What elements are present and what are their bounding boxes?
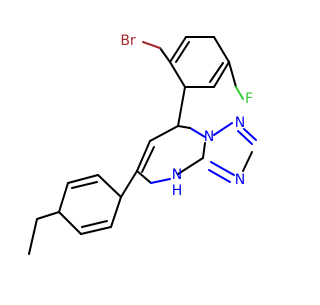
bond — [58, 211, 82, 235]
bond — [136, 140, 151, 172]
structure-svg: Br F N N N N H — [28, 33, 257, 255]
bond — [110, 196, 122, 228]
bromine-label: Br — [120, 33, 136, 49]
molecule-diagram: Br F N N N N H — [28, 33, 257, 255]
dihydropyrimidine-ring — [136, 125, 206, 184]
bond — [169, 36, 187, 63]
bond — [209, 62, 224, 83]
nitrogen-label-bottom: N — [235, 172, 245, 188]
bond — [208, 169, 231, 183]
fluorine-label: F — [245, 91, 253, 107]
bond — [80, 226, 112, 235]
bond — [120, 170, 138, 198]
bond — [213, 36, 230, 63]
bond — [81, 220, 108, 228]
bond — [150, 178, 171, 184]
nitrogen-label-bridge: N — [204, 129, 214, 145]
amine-nitrogen-label: N — [172, 167, 182, 183]
bond — [67, 174, 99, 184]
bond — [213, 122, 233, 136]
bond — [58, 182, 69, 213]
bond-ethyl — [28, 218, 38, 255]
bond — [97, 174, 122, 198]
bond-ethyl — [36, 211, 60, 220]
bond-to-bromine — [142, 41, 161, 49]
bond — [175, 41, 190, 63]
bond — [149, 125, 179, 142]
triazole-ring — [208, 122, 257, 183]
bond — [159, 47, 171, 63]
bond — [189, 127, 206, 138]
ethylphenyl-ring — [58, 174, 122, 235]
bond — [243, 128, 257, 141]
bond — [177, 86, 186, 127]
bond-to-fluorine — [235, 86, 244, 100]
bond — [169, 61, 186, 88]
bond — [71, 181, 98, 189]
bond — [210, 161, 235, 176]
bond — [202, 142, 206, 159]
nitrogen-label-top: N — [235, 115, 245, 131]
bond — [213, 61, 230, 88]
bromofluorophenyl-ring — [169, 36, 230, 88]
bond — [136, 170, 152, 184]
bond — [242, 151, 253, 172]
bond — [177, 125, 191, 129]
bond — [177, 157, 204, 175]
amine-hydrogen-label: H — [172, 183, 183, 199]
bond — [228, 61, 237, 88]
bond — [141, 146, 155, 173]
bond — [237, 130, 253, 145]
